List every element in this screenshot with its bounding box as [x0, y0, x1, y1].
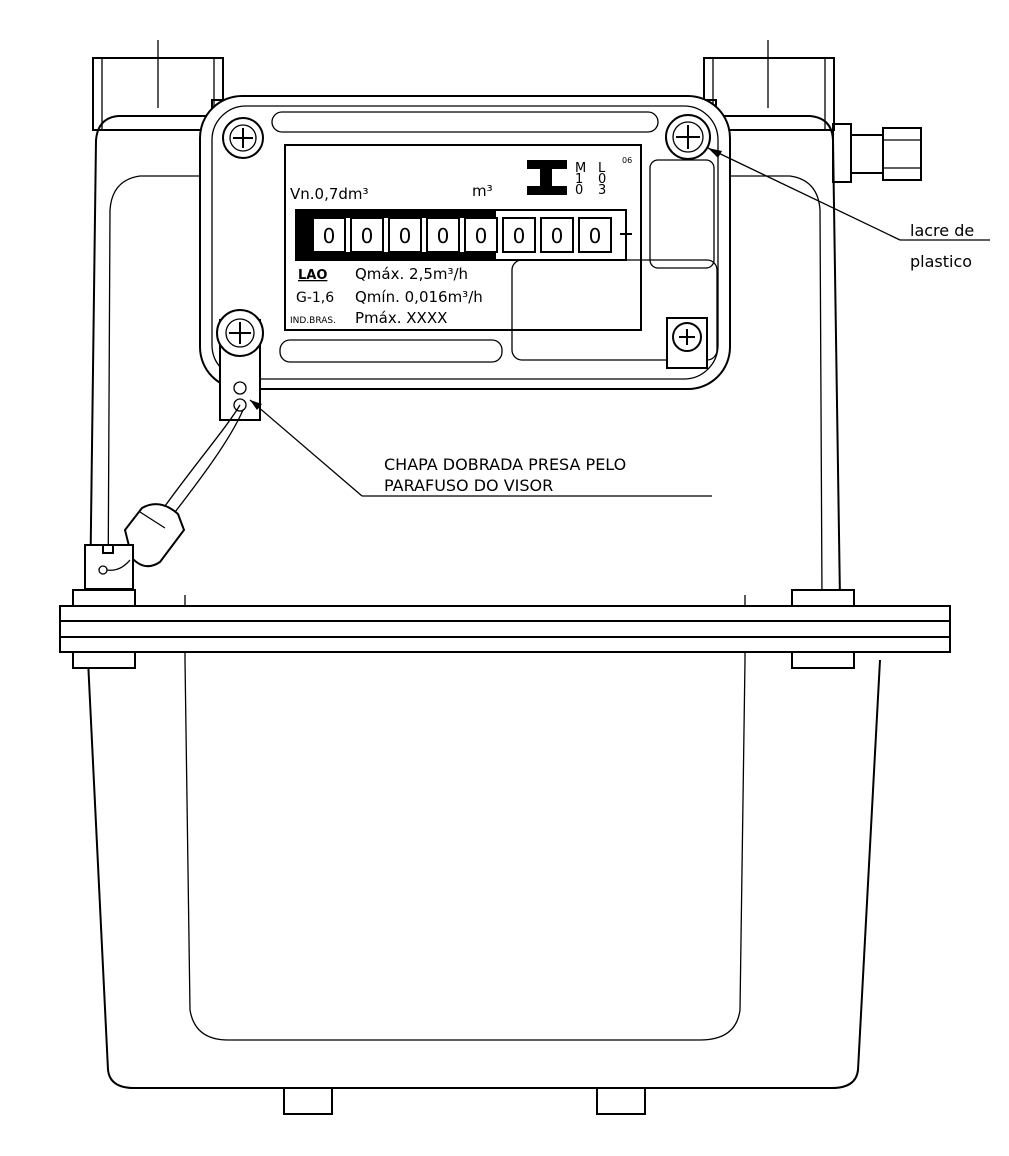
bracket-label-line1: CHAPA DOBRADA PRESA PELO [384, 455, 626, 474]
counter-drum [578, 217, 612, 253]
lower-body-outline [87, 659, 881, 1089]
volume-label: Vn.0,7dm³ [290, 185, 369, 203]
logo-number-06: 06 [622, 156, 632, 165]
counter-digit: 0 [551, 224, 564, 248]
side-nozzle [832, 123, 922, 183]
seal-leader-line [707, 147, 901, 241]
logo-digit-0: 0 [598, 172, 606, 187]
flange-band [59, 589, 951, 669]
foot-left [283, 1087, 333, 1115]
counter-drum [540, 217, 574, 253]
bracket-label-line2: PARAFUSO DO VISOR [384, 476, 553, 495]
counter-window [295, 209, 632, 261]
inmetro-logo-icon [527, 160, 567, 195]
seal-label-line2: plastico [910, 252, 972, 271]
counter-drum [464, 217, 498, 253]
counter-drum [350, 217, 384, 253]
counter-digit: 0 [589, 224, 602, 248]
upper-body-inner-left [107, 175, 210, 601]
logo-digit-3: 3 [598, 183, 606, 198]
lower-body-inner [184, 659, 746, 1041]
logo-digit-1: 1 [575, 172, 583, 187]
seal-label-line1: lacre de [910, 221, 974, 240]
counter-digit: 0 [437, 224, 450, 248]
name-plate [284, 144, 642, 331]
bracket-leader-line [249, 399, 363, 497]
plastic-seal-icon [123, 503, 186, 568]
logo-digit-0b: 0 [575, 183, 583, 198]
counter-digit: 0 [399, 224, 412, 248]
screw-visor-icon [216, 309, 264, 421]
screw-data-box-icon [666, 317, 708, 369]
logo-letter-m: M [575, 161, 586, 176]
seal-bracket-icon [84, 544, 134, 590]
screw-top-left-icon [222, 117, 264, 159]
foot-right [596, 1087, 646, 1115]
counter-drum [502, 217, 536, 253]
origin-label: IND.BRAS. [290, 316, 336, 326]
unit-label: m³ [472, 182, 493, 200]
counter-digit: 0 [513, 224, 526, 248]
counter-digit: 0 [475, 224, 488, 248]
counter-drum [426, 217, 460, 253]
screw-top-right-icon [665, 114, 711, 160]
right-connector [703, 57, 835, 131]
seal-arrowhead-icon [708, 148, 722, 158]
counter-digit: 0 [361, 224, 374, 248]
seal-wire-a [154, 404, 241, 521]
upper-body-inner-right [722, 175, 823, 601]
qmin-label: Qmín. 0,016m³/h [355, 288, 483, 306]
logo-letter-l: L [598, 161, 606, 176]
counter-digits: 0 0 0 0 0 0 0 0 [312, 217, 612, 253]
bracket-arrowhead-icon [250, 400, 262, 410]
seal-wire-b [164, 409, 244, 526]
qmax-label: Qmáx. 2,5m³/h [355, 265, 468, 283]
counter-digit: 0 [323, 224, 336, 248]
brand-logo: LAO [298, 268, 327, 283]
pmax-label: Pmáx. XXXX [355, 309, 447, 327]
counter-drum [312, 217, 346, 253]
model-label: G-1,6 [296, 290, 334, 306]
counter-drum [388, 217, 422, 253]
